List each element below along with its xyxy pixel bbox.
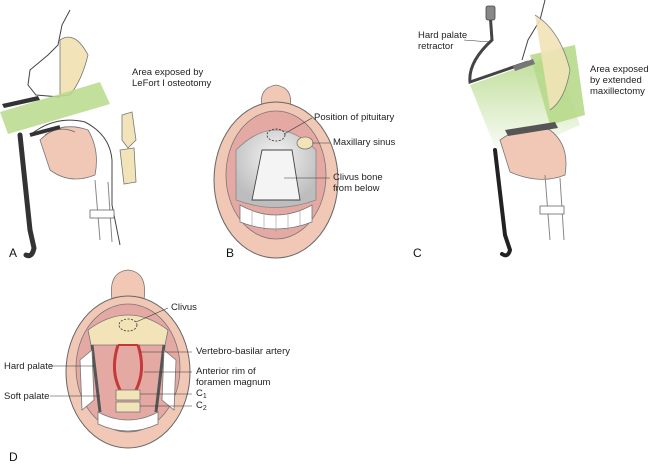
panel-c-area-label: Area exposed by extended maxillectomy xyxy=(590,64,649,97)
panel-d-foramen-label: Anterior rim of foramen magnum xyxy=(196,366,271,388)
panel-a-illustration xyxy=(0,9,137,259)
panel-a-green-area xyxy=(0,82,110,134)
panel-b-letter: B xyxy=(226,246,235,260)
panel-d-c2-label: C2 xyxy=(196,400,207,414)
panel-d-letter: D xyxy=(9,450,18,464)
panel-b-sinus-label: Maxillary sinus xyxy=(333,137,396,148)
panel-a-area-label: Area exposed by LeFort I osteotomy xyxy=(132,67,212,89)
panel-b-pituitary-label: Position of pituitary xyxy=(314,112,395,123)
panel-c-illustration xyxy=(463,0,585,258)
panel-d-hard-palate-label: Hard palate xyxy=(4,361,54,372)
panel-a-letter: A xyxy=(9,246,18,260)
panel-d-illustration xyxy=(50,269,192,449)
panel-d-c2-main: C xyxy=(196,400,203,411)
panel-c-letter: C xyxy=(413,246,422,260)
panel-d-clivus-label: Clivus xyxy=(171,302,197,313)
panel-d-c1-main: C xyxy=(196,388,203,399)
panel-d-c1-label: C1 xyxy=(196,388,207,402)
panel-d-artery-label: Vertebro-basilar artery xyxy=(196,346,290,357)
panel-b-illustration xyxy=(213,84,339,259)
panel-d-c2-sub: 2 xyxy=(202,405,207,412)
panel-b-clivus-label: Clivus bone from below xyxy=(333,172,383,194)
panel-c-retractor-label: Hard palate retractor xyxy=(418,30,468,52)
panel-d-c1-sub: 1 xyxy=(202,393,207,400)
panel-d-soft-palate-label: Soft palate xyxy=(4,391,50,402)
